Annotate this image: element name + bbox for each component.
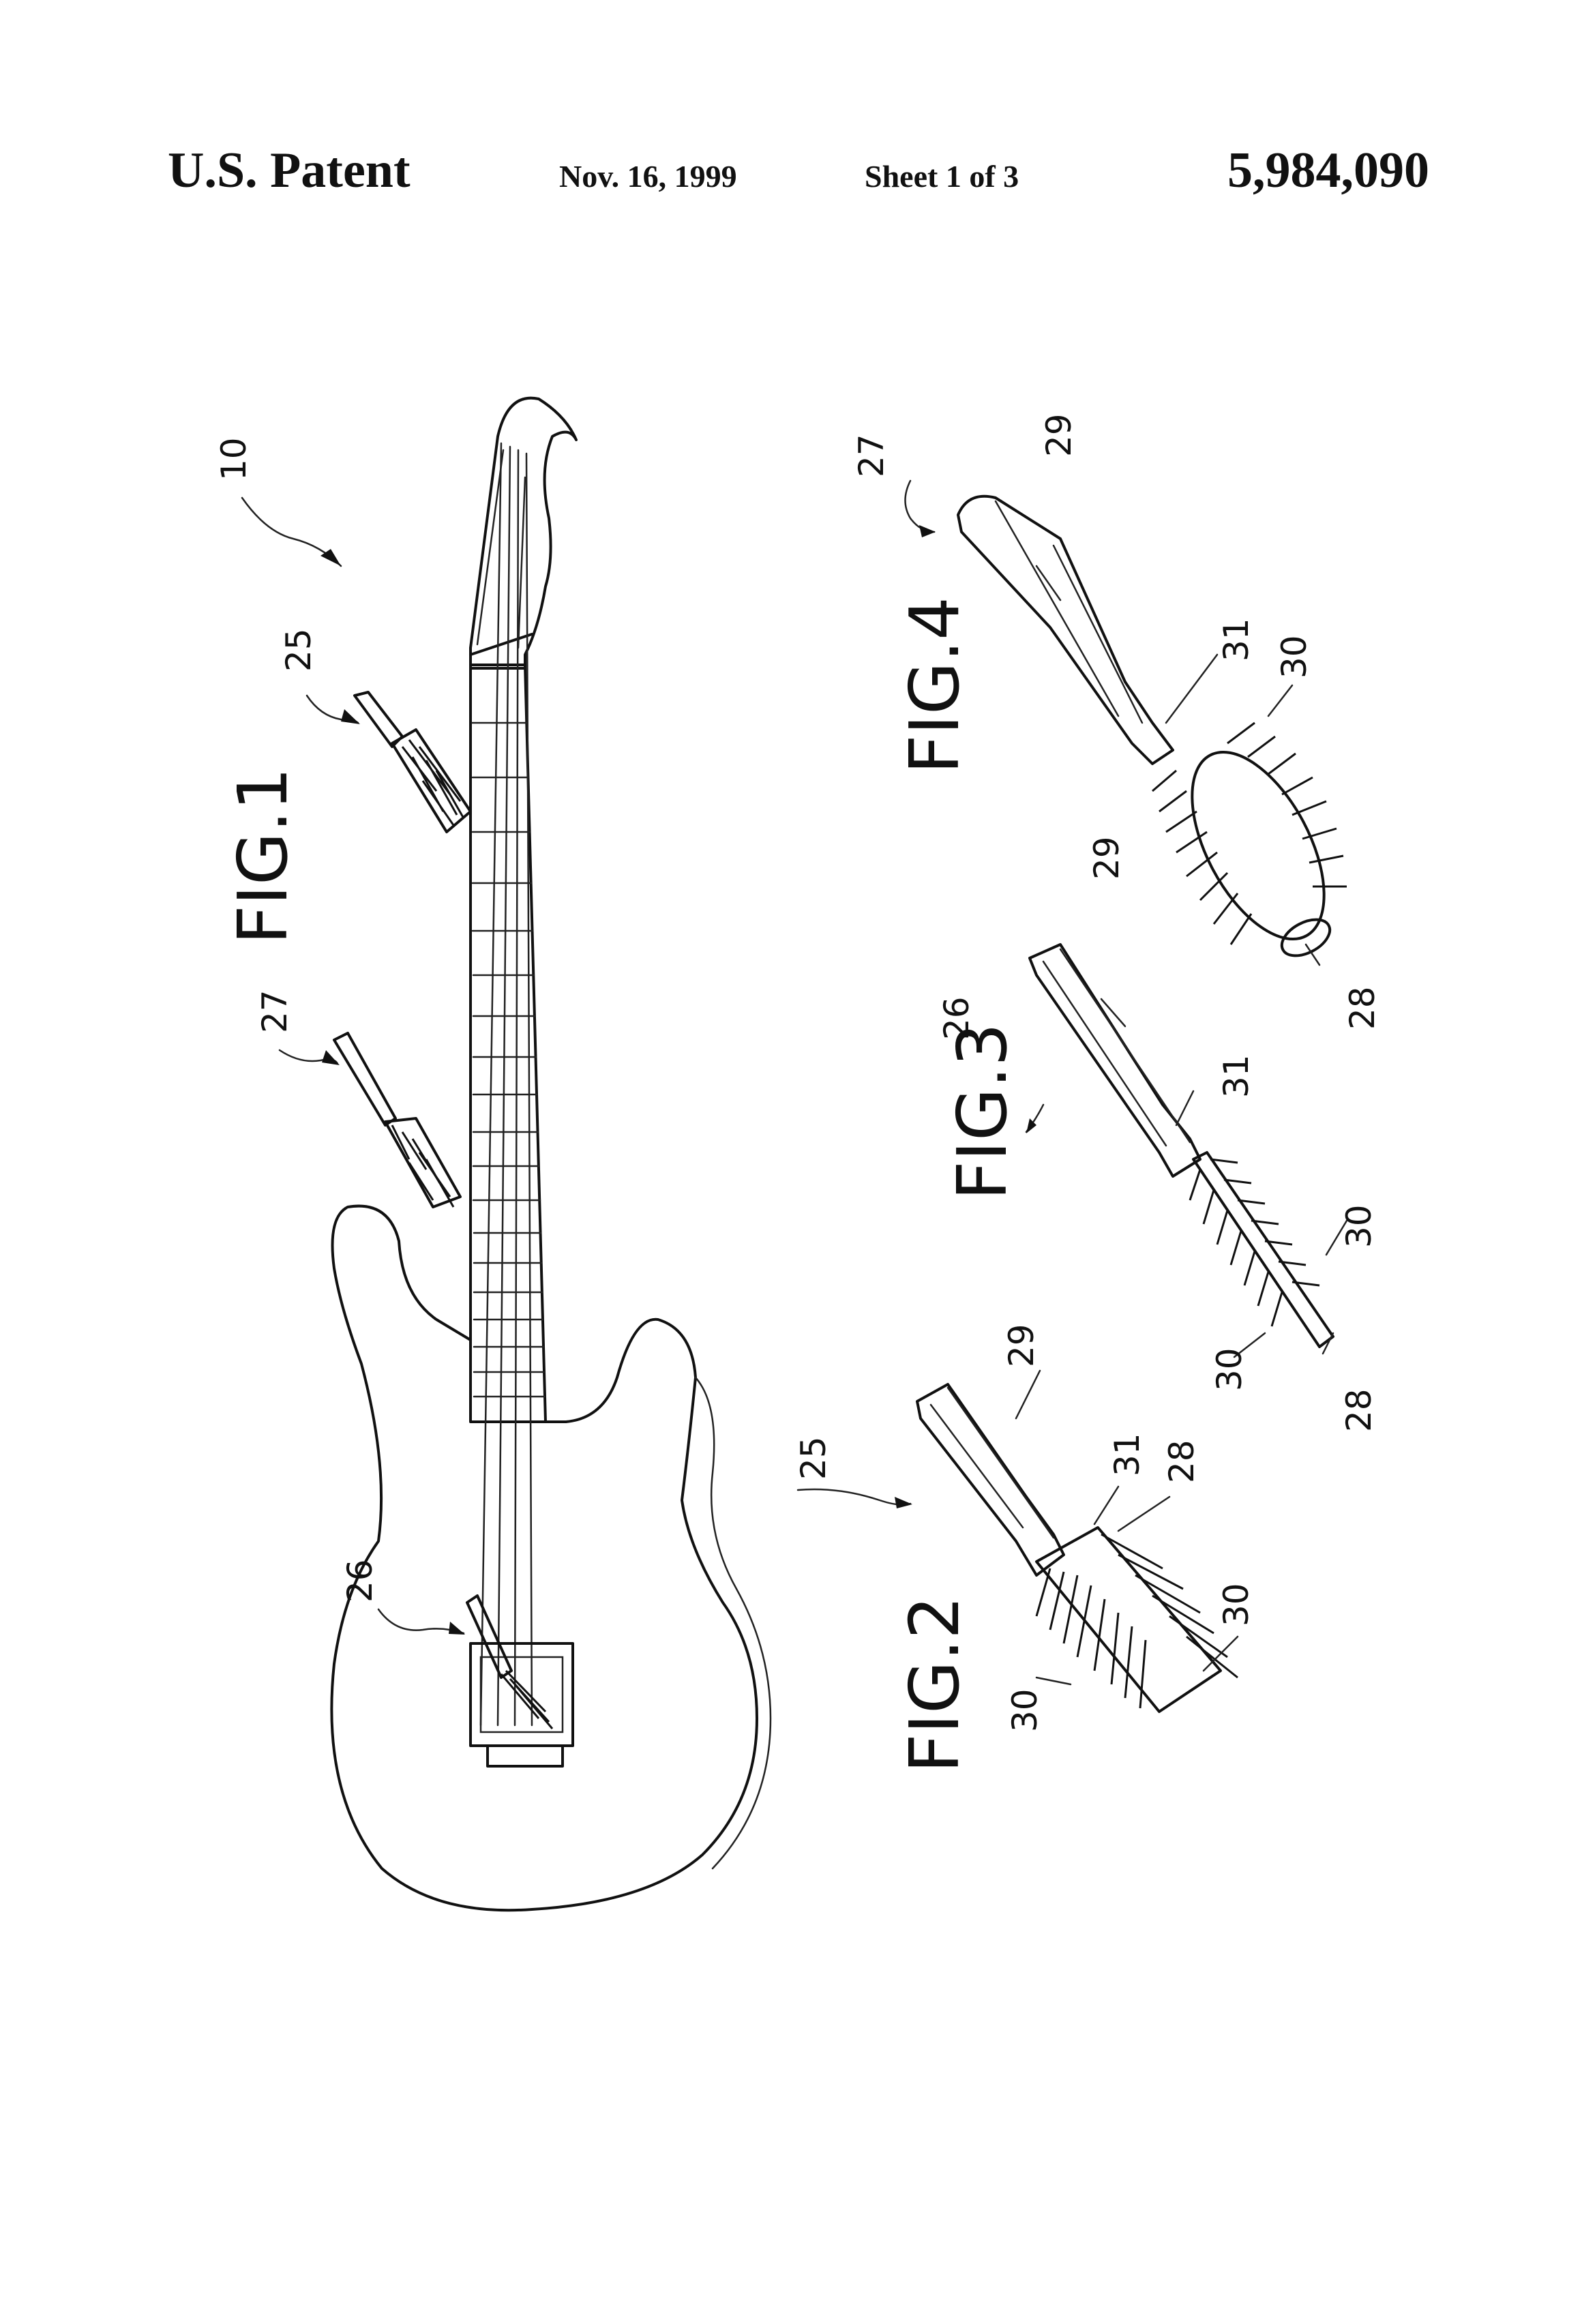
ref-30-fig3-right: 30 [1339, 1204, 1379, 1248]
guitar-headstock [469, 396, 578, 670]
guitar-frets [471, 721, 546, 1398]
guitar-figure [330, 396, 772, 1912]
guitar-tailpiece [486, 1744, 564, 1768]
fig4-end-cap [1280, 918, 1332, 957]
ref-25-fig2: 25 [794, 1436, 833, 1480]
fig3-core [1192, 1151, 1334, 1348]
ref-26-fig3: 26 [937, 996, 976, 1040]
ref-27-fig4: 27 [852, 434, 891, 477]
ref-27-fig1: 27 [255, 989, 295, 1033]
fig2-handle [916, 1383, 1065, 1577]
ref-29-fig2: 29 [1002, 1324, 1041, 1367]
ref-10: 10 [214, 437, 254, 481]
fig3-narrow-brush [1028, 943, 1334, 1348]
fig4-barrel [1191, 750, 1326, 941]
patent-number: 5,984,090 [1227, 143, 1429, 198]
fig2-label: FIG.2 [895, 1596, 974, 1773]
fig2-flat-brush [916, 1383, 1238, 1713]
ref-31-fig2: 31 [1107, 1433, 1147, 1476]
fig3-bristles [1189, 1158, 1320, 1327]
ref-30-fig3-left: 30 [1210, 1347, 1249, 1391]
ref-29-fig4: 29 [1039, 413, 1079, 457]
guitar-strings [479, 442, 533, 1727]
sheet-number: Sheet 1 of 3 [865, 159, 1019, 194]
fig1-label: FIG.1 [223, 767, 303, 944]
fig3-label: FIG.3 [942, 1023, 1022, 1200]
ref-29-fig3: 29 [1087, 836, 1126, 880]
ref-28-fig2: 28 [1162, 1440, 1202, 1483]
guitar-nut [469, 633, 533, 656]
ref-25-fig1: 25 [279, 628, 318, 672]
ref-28-fig4: 28 [1343, 986, 1382, 1030]
ref-26-fig1: 26 [340, 1559, 380, 1603]
guitar-bridge [469, 1642, 574, 1747]
ref-31-fig3: 31 [1217, 1054, 1256, 1098]
fig4-round-brush [957, 494, 1347, 957]
ref-30-fig4: 30 [1274, 635, 1314, 679]
fig2-bristles [1035, 1533, 1238, 1709]
fig4-handle [957, 494, 1174, 765]
fig3-handle [1028, 943, 1202, 1178]
brush-27-small [333, 1032, 462, 1208]
leader-arrowheads [320, 525, 1036, 1635]
guitar-body-edge [694, 1376, 772, 1870]
reference-numerals: 10 25 27 26 27 29 31 30 28 29 26 31 30 3… [214, 413, 1382, 1732]
leader-lines [241, 479, 1348, 1686]
brush-25-small [353, 691, 472, 833]
guitar-body [330, 1204, 758, 1912]
ref-28-fig3: 28 [1339, 1388, 1379, 1432]
ref-30-fig2-right: 30 [1217, 1583, 1256, 1626]
patent-date: Nov. 16, 1999 [559, 159, 737, 194]
fig4-bristles [1152, 721, 1347, 945]
figure-labels: FIG.1 FIG.2 FIG.3 FIG.4 [223, 597, 1022, 1773]
patent-label: U.S. Patent [168, 143, 411, 198]
fig4-label: FIG.4 [895, 597, 974, 774]
ref-31-fig4: 31 [1217, 618, 1256, 661]
guitar-neck [469, 664, 547, 1423]
brush-26-on-guitar [466, 1594, 554, 1729]
fig2-head [1035, 1526, 1222, 1713]
ref-30-fig2-left: 30 [1005, 1688, 1045, 1732]
